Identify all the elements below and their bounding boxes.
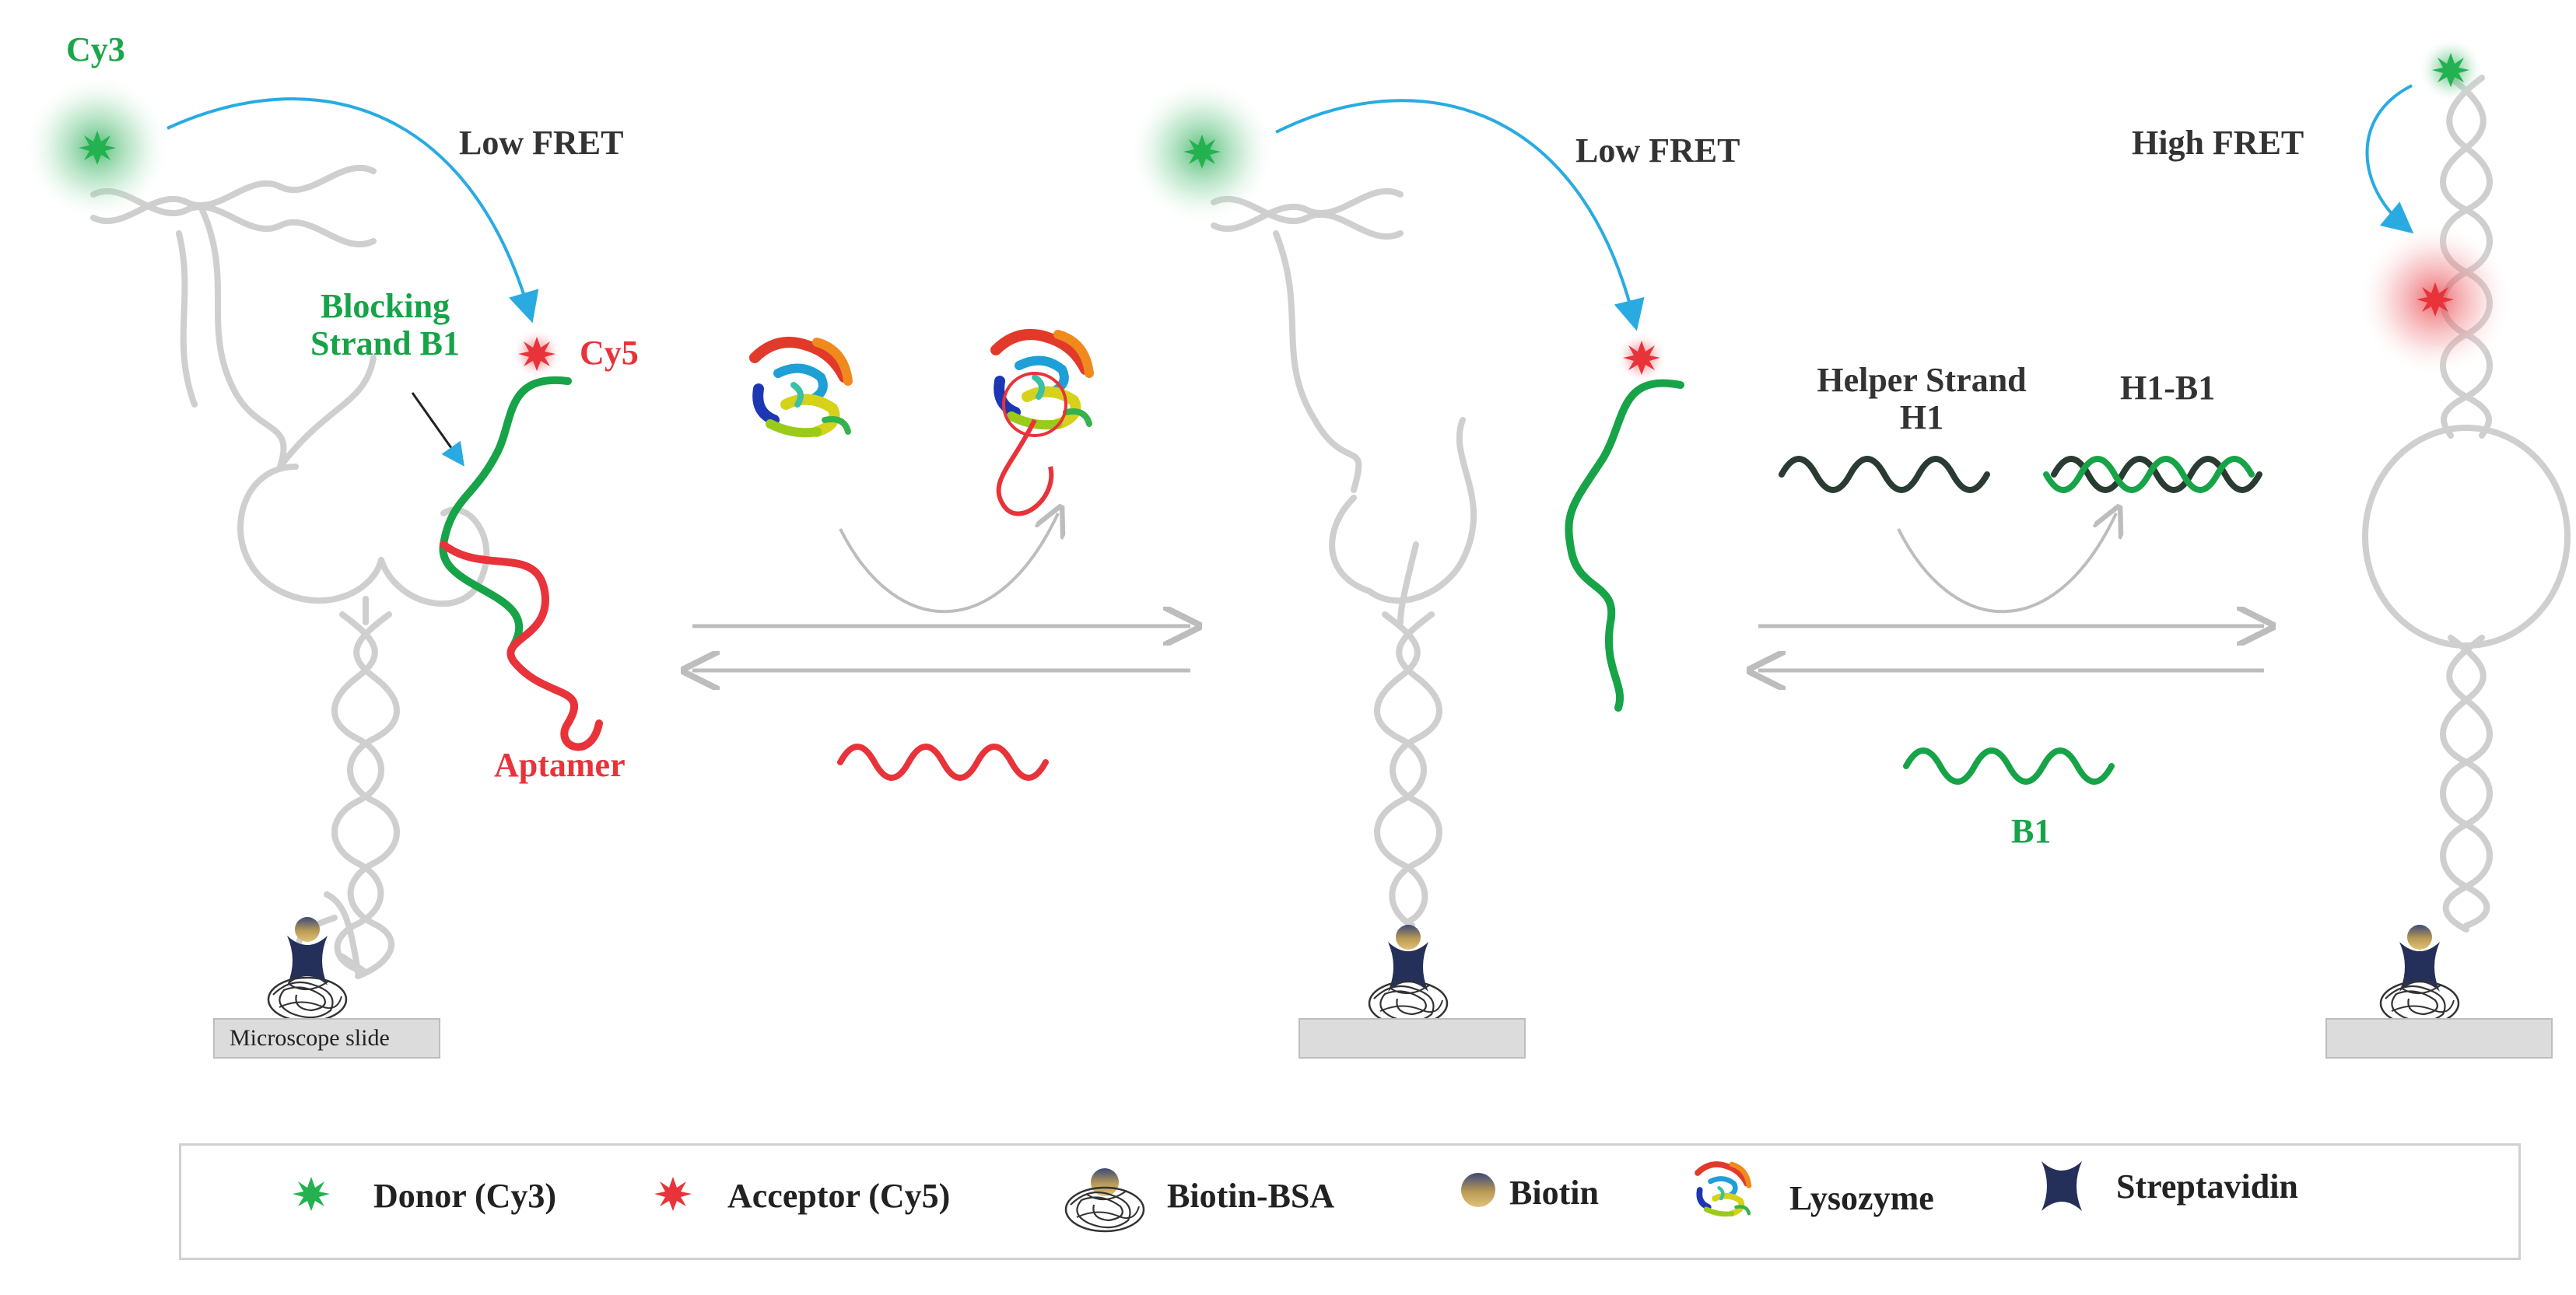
h1-b1-label: H1-B1 [2120, 369, 2216, 407]
microscope-slide-label: Microscope slide [230, 1025, 390, 1051]
microscope-slide-3 [2325, 1018, 2553, 1059]
curved-arrow-1 [839, 513, 1058, 614]
blocking-strand-b1-2 [1565, 379, 1684, 712]
high-fret-label: High FRET [2132, 124, 2304, 162]
curved-arrow-2 [1897, 513, 2116, 614]
cy3-label: Cy3 [66, 30, 125, 68]
fret-arrow-1 [166, 97, 539, 324]
panel-2 [1128, 78, 1684, 1059]
legend-biotin-icon [1461, 1173, 1495, 1207]
legend-box [179, 1143, 2521, 1260]
h1-b1-dark [2051, 456, 2262, 493]
aptamer-strand [440, 541, 603, 751]
blocking-pointer [411, 392, 464, 467]
blocking-strand-line1: Blocking [320, 287, 450, 325]
helper-strand-line2: H1 [1899, 398, 1944, 437]
biotin-icon-3 [2407, 925, 2432, 950]
biotin-icon [295, 917, 320, 942]
cy5-label: Cy5 [580, 334, 639, 372]
microscope-slide-2 [1299, 1018, 1526, 1059]
blocking-strand-b1 [439, 376, 572, 649]
low-fret-label-1: Low FRET [459, 124, 624, 162]
low-fret-label-2: Low FRET [1575, 131, 1740, 170]
lysozyme-protein-icon [747, 334, 856, 443]
legend-donor-label: Donor (Cy3) [373, 1177, 557, 1215]
b1-label: B1 [2011, 812, 2052, 850]
h1-b1-green [2043, 456, 2255, 493]
dna-construct-3 [2362, 75, 2571, 933]
free-aptamer [837, 744, 1049, 781]
panel-1 [23, 74, 603, 1059]
bound-aptamer [996, 418, 1054, 516]
aptamer-label: Aptamer [494, 746, 626, 784]
dna-construct-2 [1211, 187, 1477, 929]
fret-arrow-3 [2365, 84, 2414, 234]
legend-biotin-label: Biotin [1509, 1174, 1599, 1212]
bsa-icon [267, 976, 348, 1023]
free-b1-strand [1903, 747, 2115, 785]
legend-acceptor-label: Acceptor (Cy5) [727, 1177, 951, 1215]
transition-1 [692, 327, 1190, 781]
legend-icons [293, 1160, 2082, 1233]
helper-strand-label: Helper Strand H1 [1789, 361, 2054, 437]
legend-biotin-bsa-label: Biotin-BSA [1167, 1177, 1335, 1215]
legend-lysozyme-label: Lysozyme [1789, 1179, 1934, 1217]
blocking-strand-line2: Strand B1 [310, 324, 460, 363]
fret-arrow-2 [1275, 99, 1645, 331]
microscope-slide [213, 1018, 440, 1059]
helper-strand-h1 [1779, 456, 1990, 493]
blocking-strand-label: Blocking Strand B1 [296, 287, 475, 363]
binding-circle [1002, 372, 1067, 437]
panel-3 [2325, 37, 2571, 1059]
legend-biotin-bsa-biotin [1091, 1168, 1119, 1196]
helper-strand-line1: Helper Strand [1817, 361, 2027, 399]
transition-2 [1758, 456, 2264, 785]
biotin-icon-2 [1396, 925, 1421, 950]
legend-streptavidin-label: Streptavidin [2116, 1167, 2298, 1206]
lysozyme-bound-icon [988, 327, 1097, 436]
